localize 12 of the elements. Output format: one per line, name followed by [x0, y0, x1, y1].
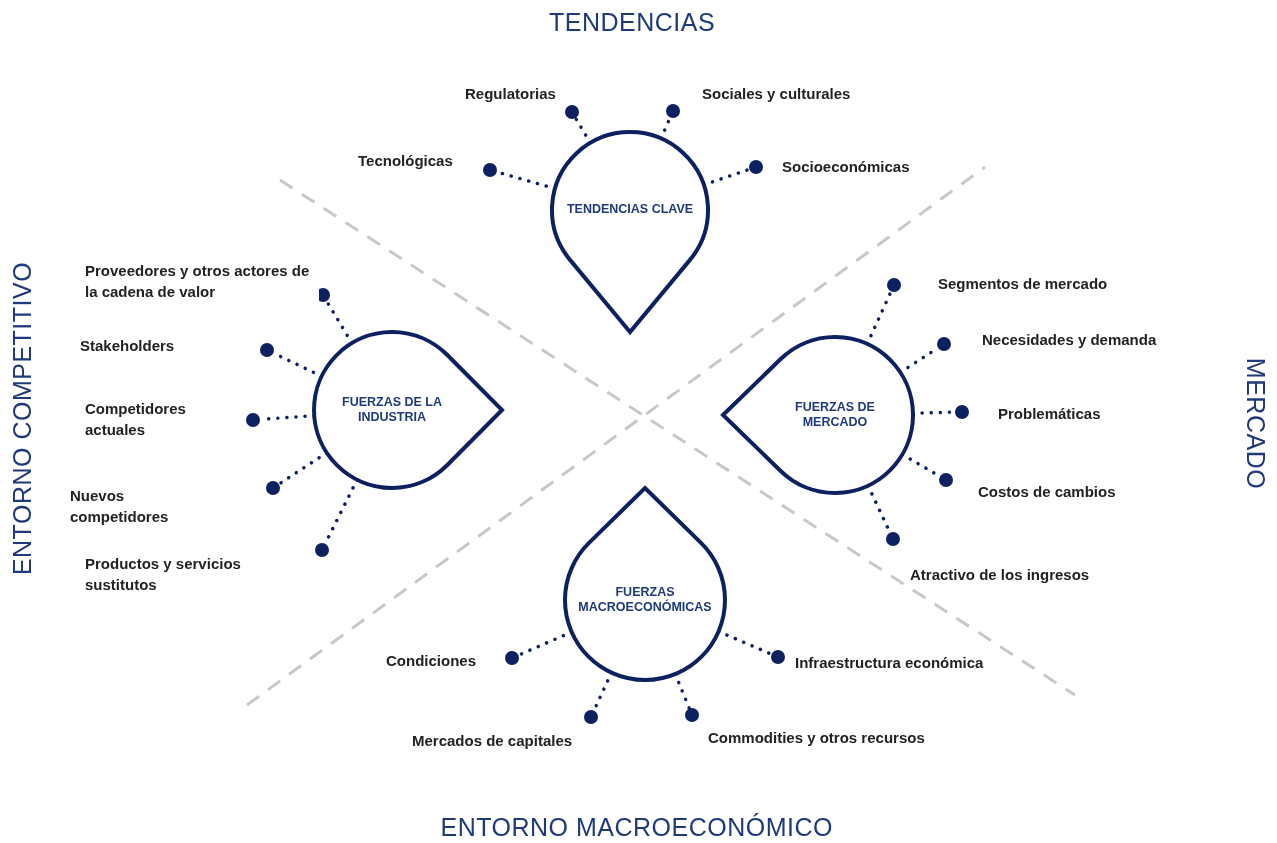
teardrop-shape — [311, 329, 505, 491]
teardrop-shape — [549, 129, 711, 335]
category-title: FUERZAS DE LA INDUSTRIA — [341, 394, 443, 426]
teardrop-shape — [720, 334, 916, 496]
section-heading: TENDENCIAS — [549, 7, 716, 37]
category-title: TENDENCIAS CLAVE — [565, 202, 695, 218]
category-title: FUERZAS MACROECONÓMICAS — [577, 584, 713, 616]
section-heading: ENTORNO MACROECONÓMICO — [440, 812, 833, 842]
section-heading: ENTORNO COMPETITIVO — [7, 261, 37, 575]
teardrop-shape — [562, 485, 728, 683]
category-title: FUERZAS DE MERCADO — [794, 399, 876, 431]
section-heading: MERCADO — [1240, 357, 1270, 489]
